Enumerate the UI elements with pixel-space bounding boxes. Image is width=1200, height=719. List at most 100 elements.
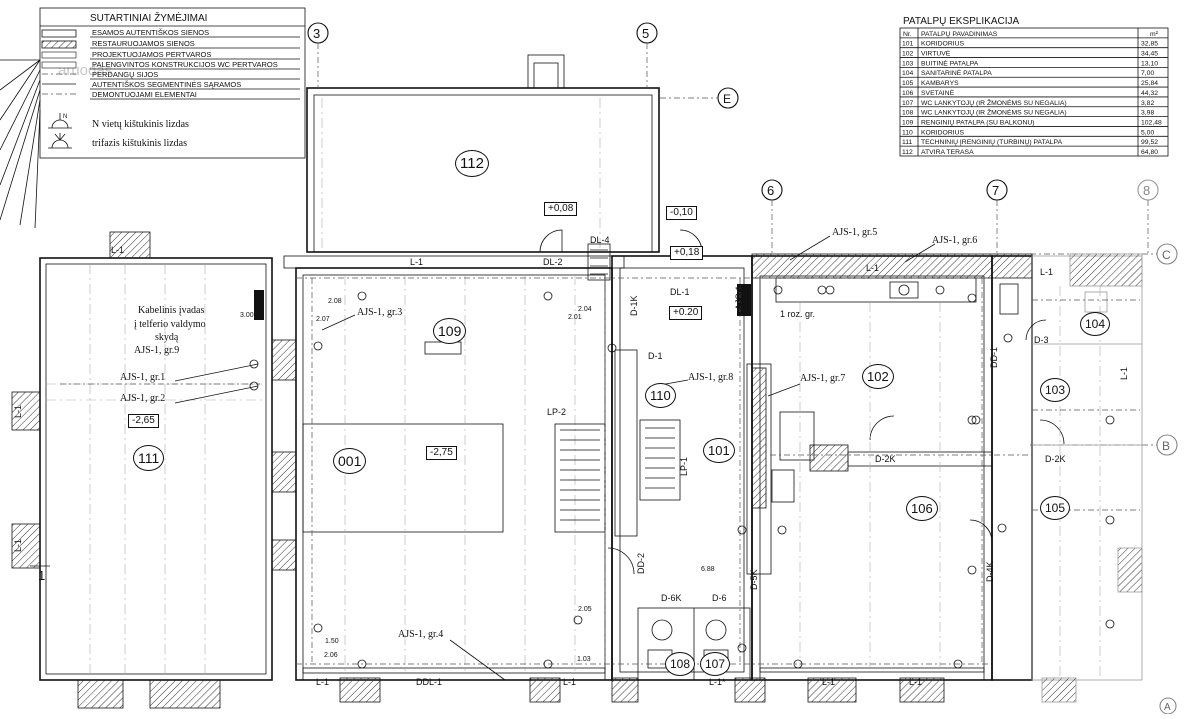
explication-name: KAMBARYS (921, 80, 959, 87)
plan-sockets (249, 285, 1115, 669)
explication-nr: 111 (902, 139, 913, 146)
explication-name: RENGINIŲ PATALPA (SU BALKONU) (921, 119, 1035, 126)
socket-icon (773, 285, 783, 295)
explication-name: TECHNINIŲ ĮRENGINIŲ (TURBINŲ) PATALPA (921, 139, 1063, 146)
el-DD2: DD-2 (636, 552, 646, 574)
explication-area: 5,00 (1141, 129, 1154, 136)
el-D2K-b: D-2K (1045, 454, 1066, 464)
socket-icon (543, 659, 553, 669)
explication-name: VIRTUVĖ (921, 49, 951, 58)
explication-area: 25,84 (1141, 80, 1158, 87)
socket-icon (997, 523, 1007, 533)
room-102-label: 102 (862, 364, 894, 389)
el-L1-5: L-1 (316, 677, 330, 687)
dim-2-06: 2.06 (324, 652, 338, 659)
svg-text:1: 1 (38, 568, 45, 583)
ajs-gr2: AJS-1, gr.2 (120, 393, 166, 404)
legend-row-6: AUTENTIŠKOS SEGMENTINĖS SĄRAMOS (92, 80, 241, 89)
ajs-gr4: AJS-1, gr.4 (398, 629, 444, 640)
explication-area: 13,10 (1141, 60, 1158, 67)
explication-area: 7,00 (1141, 70, 1154, 77)
level-hall: +0.20 (669, 306, 703, 320)
radial-stair (0, 59, 41, 229)
socket-icon (1003, 333, 1013, 343)
ajs-gr8: AJS-1, gr.8 (688, 372, 734, 383)
explication-nr: 107 (902, 100, 914, 107)
wiring-lines (60, 277, 1140, 665)
axis-A: A (1159, 697, 1177, 715)
socket-icon (737, 643, 747, 653)
legend-row-7: DEMONTUOJAMI ELEMENTAI (92, 90, 197, 99)
explication-area: 32,85 (1141, 41, 1158, 48)
el-L1-6: L-1 (563, 677, 577, 687)
el-LP2: LP-2 (547, 407, 567, 417)
explication-nr: 102 (902, 51, 914, 58)
explication-table: PATALPŲ EKSPLIKACIJA Nr.PATALPŲ PAVADINI… (899, 16, 1169, 157)
dim-2-01: 2.01 (568, 314, 582, 321)
el-D1: D-1 (648, 351, 663, 361)
kitchen-living-block (751, 253, 1033, 703)
explication-col-name: PATALPŲ PAVADINIMAS (921, 31, 998, 38)
ajs-gr6: AJS-1, gr.6 (932, 235, 978, 246)
socket-icon (967, 293, 977, 303)
room-111-label: 111 (133, 445, 165, 471)
el-D4K: D-4K (985, 561, 995, 582)
explication-nr: 112 (902, 149, 913, 156)
legend-title: SUTARTINIAI ŽYMĖJIMAI (90, 11, 207, 24)
socket-icon (793, 659, 803, 669)
svg-text:8: 8 (1143, 183, 1150, 198)
explication-area: 3,82 (1141, 100, 1154, 107)
room-001-label: 001 (333, 448, 367, 474)
rooms-103-105-block (991, 253, 1143, 703)
el-L1-7: L-1 (822, 677, 836, 687)
terrace-112 (306, 54, 660, 253)
axis-7: 7 (986, 179, 1008, 255)
dim-3-00: 3.00 (240, 312, 254, 319)
socket-icon (953, 659, 963, 669)
el-L1-8: L-1 (909, 677, 923, 687)
svg-text:C: C (1162, 248, 1171, 262)
explication-name: KORIDORIUS (921, 129, 965, 136)
room-112-label: 112 (455, 150, 489, 177)
ajs-gr9: AJS-1, gr.9 (134, 345, 180, 356)
ajs-gr1: AJS-1, gr.1 (120, 372, 166, 383)
socket-icon (573, 615, 583, 625)
explication-name: ATVIRA TERASA (921, 149, 974, 156)
link-walls (271, 339, 297, 571)
legend-row-5: PERDANGŲ SIJOS (92, 70, 158, 79)
explication-title: PATALPŲ EKSPLIKACIJA (903, 16, 1019, 27)
dim-2-04: 2.04 (578, 306, 592, 313)
axis-5: 5 (636, 22, 658, 88)
el-D1K: D-1K (629, 295, 639, 316)
el-D6: D-6 (712, 593, 727, 603)
level-corridor: -0,10 (666, 206, 697, 220)
dim-1-50: 1.50 (325, 638, 339, 645)
socket-n-icon: N (48, 113, 72, 129)
svg-text:A: A (1164, 702, 1171, 713)
socket-3phase-icon (48, 133, 72, 149)
legend-rows: ESAMOS AUTENTIŠKOS SIENOS RESTAURUOJAMOS… (41, 28, 300, 100)
dim-2-08: 2.08 (328, 298, 342, 305)
socket-icon (357, 291, 367, 301)
level-terrace: +0,08 (544, 202, 578, 216)
corridor-110-101 (587, 229, 772, 703)
level-step: +0,18 (670, 246, 704, 260)
el-D2K-a: D-2K (875, 454, 896, 464)
axis-C: C (1030, 243, 1178, 265)
level-basement: -2,75 (426, 446, 457, 460)
el-AJS1-box: AJS-1 (734, 285, 744, 310)
el-DL4: DL-4 (590, 235, 610, 245)
axis-3: 3 (307, 22, 329, 88)
svg-text:N: N (63, 114, 67, 120)
socket-3phase-label: trifazis kištukinis lizdas (92, 138, 187, 149)
explication-name: WC LANKYTOJŲ (IR ŽMONĖMS SU NEGALIA) (921, 98, 1067, 107)
ajs-gr5: AJS-1, gr.5 (832, 227, 878, 238)
explication-nr: 103 (902, 60, 914, 67)
socket-icon (543, 291, 553, 301)
el-L1-v2: L-1 (13, 538, 23, 552)
explication-name: SVETAINĖ (921, 88, 955, 97)
room-108-label: 108 (665, 652, 696, 676)
socket-icon (1105, 515, 1115, 525)
explication-nr: 104 (902, 70, 914, 77)
